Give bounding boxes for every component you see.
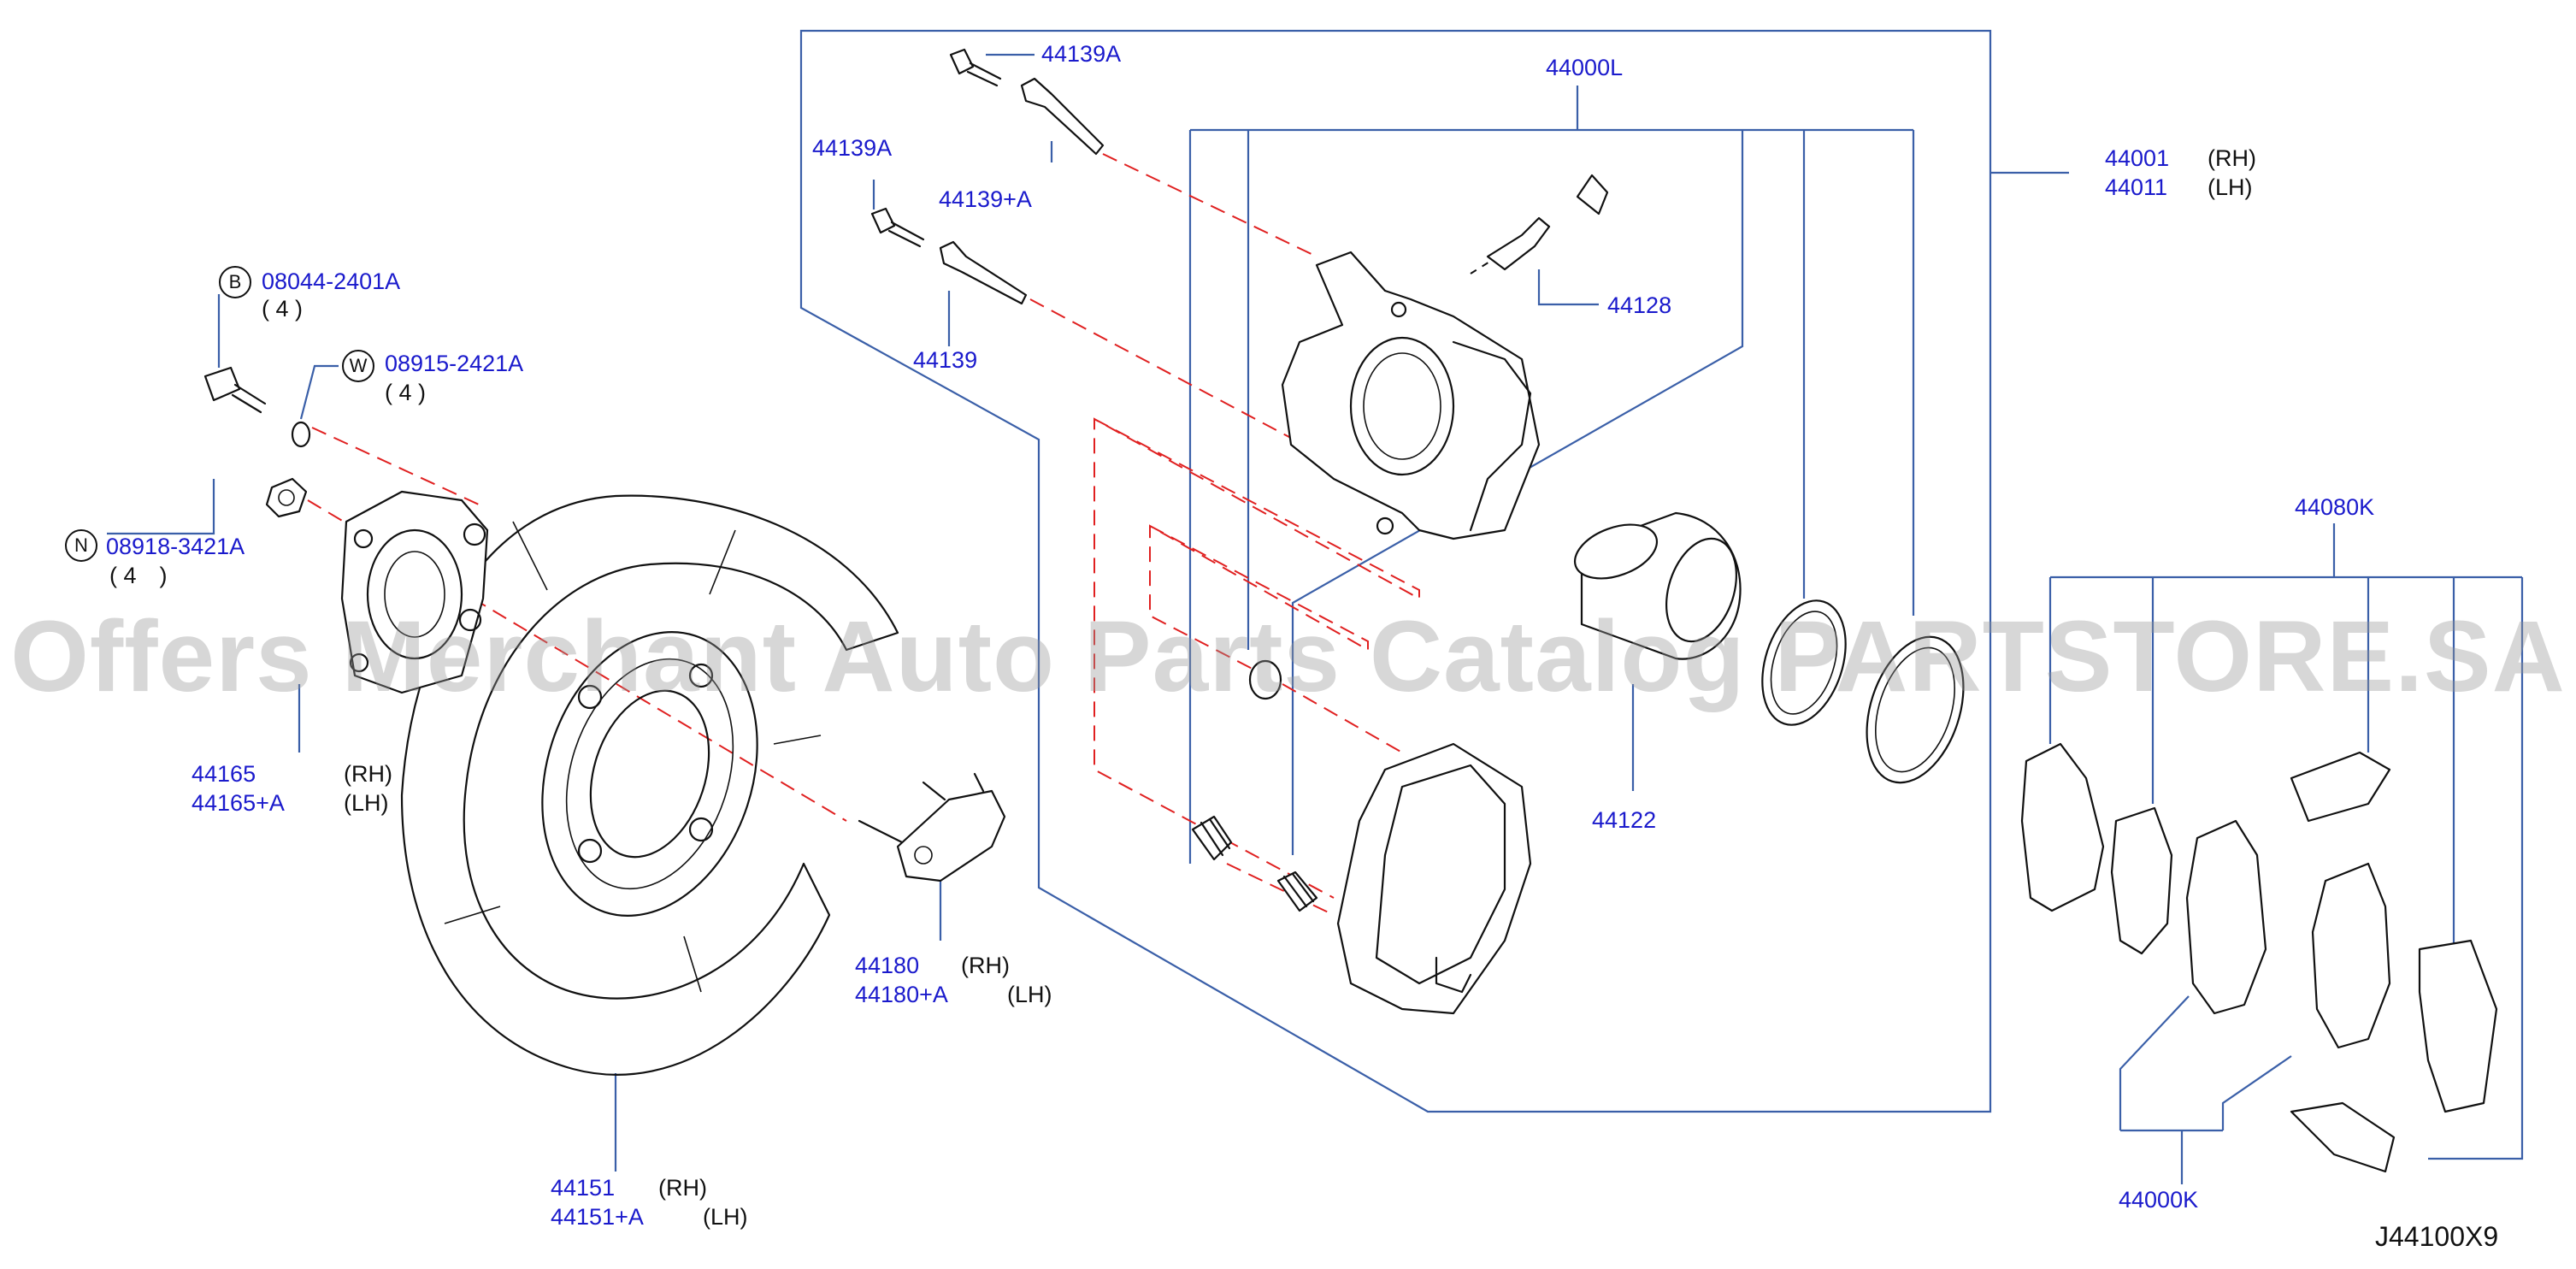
marker-w: W bbox=[342, 350, 374, 382]
note-44165-rh: (RH) bbox=[344, 761, 392, 787]
label-44128: 44128 bbox=[1607, 292, 1672, 318]
label-44165pA: 44165+A bbox=[192, 790, 285, 816]
brake-adapter bbox=[340, 490, 489, 694]
label-44122: 44122 bbox=[1592, 807, 1657, 833]
note-44180-rh: (RH) bbox=[961, 953, 1010, 978]
label-08044: 08044-2401A bbox=[262, 269, 401, 294]
label-44139A-left: 44139A bbox=[812, 135, 893, 161]
label-44139A-top: 44139A bbox=[1041, 41, 1122, 67]
label-44139pA: 44139+A bbox=[939, 186, 1032, 212]
label-44000K: 44000K bbox=[2119, 1187, 2199, 1213]
note-44001-rh: (RH) bbox=[2208, 145, 2256, 171]
note-44151-rh: (RH) bbox=[658, 1175, 707, 1201]
caliper-bracket bbox=[1336, 742, 1532, 1015]
note-08918-qty: ( 4 ) bbox=[109, 563, 168, 588]
piston-and-seals bbox=[1573, 511, 1965, 784]
pin-boots bbox=[1191, 659, 1318, 912]
label-44165: 44165 bbox=[192, 761, 256, 787]
label-08915: 08915-2421A bbox=[385, 351, 524, 376]
label-44000L: 44000L bbox=[1546, 55, 1624, 80]
label-44180: 44180 bbox=[855, 953, 920, 978]
brake-pads bbox=[2020, 742, 2498, 1173]
caliper-body bbox=[1281, 251, 1541, 540]
label-44011: 44011 bbox=[2105, 174, 2168, 200]
note-44011-lh: (LH) bbox=[2208, 174, 2253, 200]
label-44151pA: 44151+A bbox=[551, 1204, 644, 1230]
fasteners-left bbox=[203, 366, 311, 518]
label-44180pA: 44180+A bbox=[855, 982, 948, 1007]
backing-plate bbox=[400, 494, 899, 1076]
label-44139: 44139 bbox=[913, 347, 978, 373]
guide-pins bbox=[870, 48, 1105, 305]
callout-lines bbox=[107, 29, 2524, 1184]
note-08915-qty: ( 4 ) bbox=[385, 380, 427, 405]
label-44151: 44151 bbox=[551, 1175, 616, 1201]
label-44001: 44001 bbox=[2105, 145, 2170, 171]
anchor-bracket bbox=[858, 772, 1006, 882]
marker-n: N bbox=[65, 529, 97, 562]
note-44180-lh: (LH) bbox=[1007, 982, 1052, 1007]
diagram-code: J44100X9 bbox=[2375, 1221, 2499, 1252]
label-44080K: 44080K bbox=[2295, 494, 2375, 520]
bleeder-screw bbox=[1486, 174, 1609, 271]
note-44165-lh: (LH) bbox=[344, 790, 389, 816]
note-08044-qty: ( 4 ) bbox=[262, 296, 304, 322]
label-08918: 08918-3421A bbox=[106, 534, 245, 559]
marker-b: B bbox=[219, 266, 251, 298]
note-44151-lh: (LH) bbox=[703, 1204, 748, 1230]
